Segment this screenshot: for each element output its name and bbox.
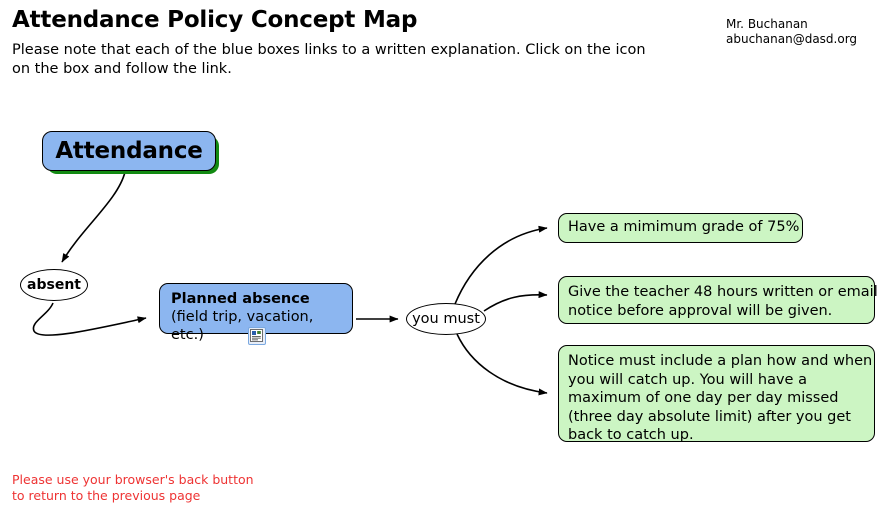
edge-absent-to-planned bbox=[32, 302, 147, 336]
requirement-line: Give the teacher 48 hours written or ema… bbox=[568, 284, 878, 300]
edge-you-must-to-req-2 bbox=[483, 291, 548, 312]
node-requirement-written-notice[interactable]: Give the teacher 48 hours written or ema… bbox=[558, 276, 878, 324]
edge-you-must-to-req-3 bbox=[456, 333, 548, 396]
node-you-must-label: you must bbox=[412, 311, 480, 327]
footer-line-2: to return to the previous page bbox=[12, 488, 201, 503]
node-attendance-label: Attendance bbox=[55, 138, 203, 164]
document-link-icon[interactable] bbox=[248, 327, 266, 345]
node-you-must[interactable]: you must bbox=[406, 303, 486, 335]
node-planned-absence-subtitle: (field trip, vacation, etc.) bbox=[171, 309, 314, 343]
requirement-line: back to catch up. bbox=[568, 427, 694, 443]
author-block: Mr. Buchanan abuchanan@dasd.org bbox=[726, 17, 876, 47]
node-planned-absence[interactable]: Planned absence (field trip, vacation, e… bbox=[159, 283, 353, 345]
page-subtitle: Please note that each of the blue boxes … bbox=[12, 42, 646, 77]
requirement-line: Have a mimimum grade of 75% bbox=[568, 219, 800, 235]
node-attendance[interactable]: Attendance bbox=[42, 131, 219, 174]
edge-attendance-to-absent bbox=[61, 171, 126, 263]
node-attendance-face: Attendance bbox=[42, 131, 216, 171]
node-requirement-catch-up-plan[interactable]: Notice must include a plan how and when … bbox=[558, 345, 875, 443]
node-absent-label: absent bbox=[27, 277, 81, 293]
requirement-line: (three day absolute limit) after you get bbox=[568, 408, 851, 425]
node-planned-absence-title: Planned absence bbox=[171, 291, 310, 307]
requirement-line: Notice must include a plan how and when bbox=[568, 353, 873, 369]
requirement-line: maximum of one day per day missed bbox=[568, 390, 839, 406]
footer-line-1: Please use your browser's back button bbox=[12, 472, 254, 487]
node-absent[interactable]: absent bbox=[20, 269, 88, 301]
requirement-line: you will catch up. You will have a bbox=[568, 371, 807, 388]
page-title: Attendance Policy Concept Map bbox=[12, 7, 418, 33]
node-requirement-minimum-grade[interactable]: Have a mimimum grade of 75% bbox=[558, 213, 803, 243]
requirement-line: notice before approval will be given. bbox=[568, 302, 833, 319]
author-email: abuchanan@dasd.org bbox=[726, 32, 858, 46]
author-name: Mr. Buchanan bbox=[726, 17, 808, 31]
edge-you-must-to-req-1 bbox=[454, 225, 548, 305]
footer-back-button-note: Please use your browser's back button to… bbox=[12, 472, 254, 504]
